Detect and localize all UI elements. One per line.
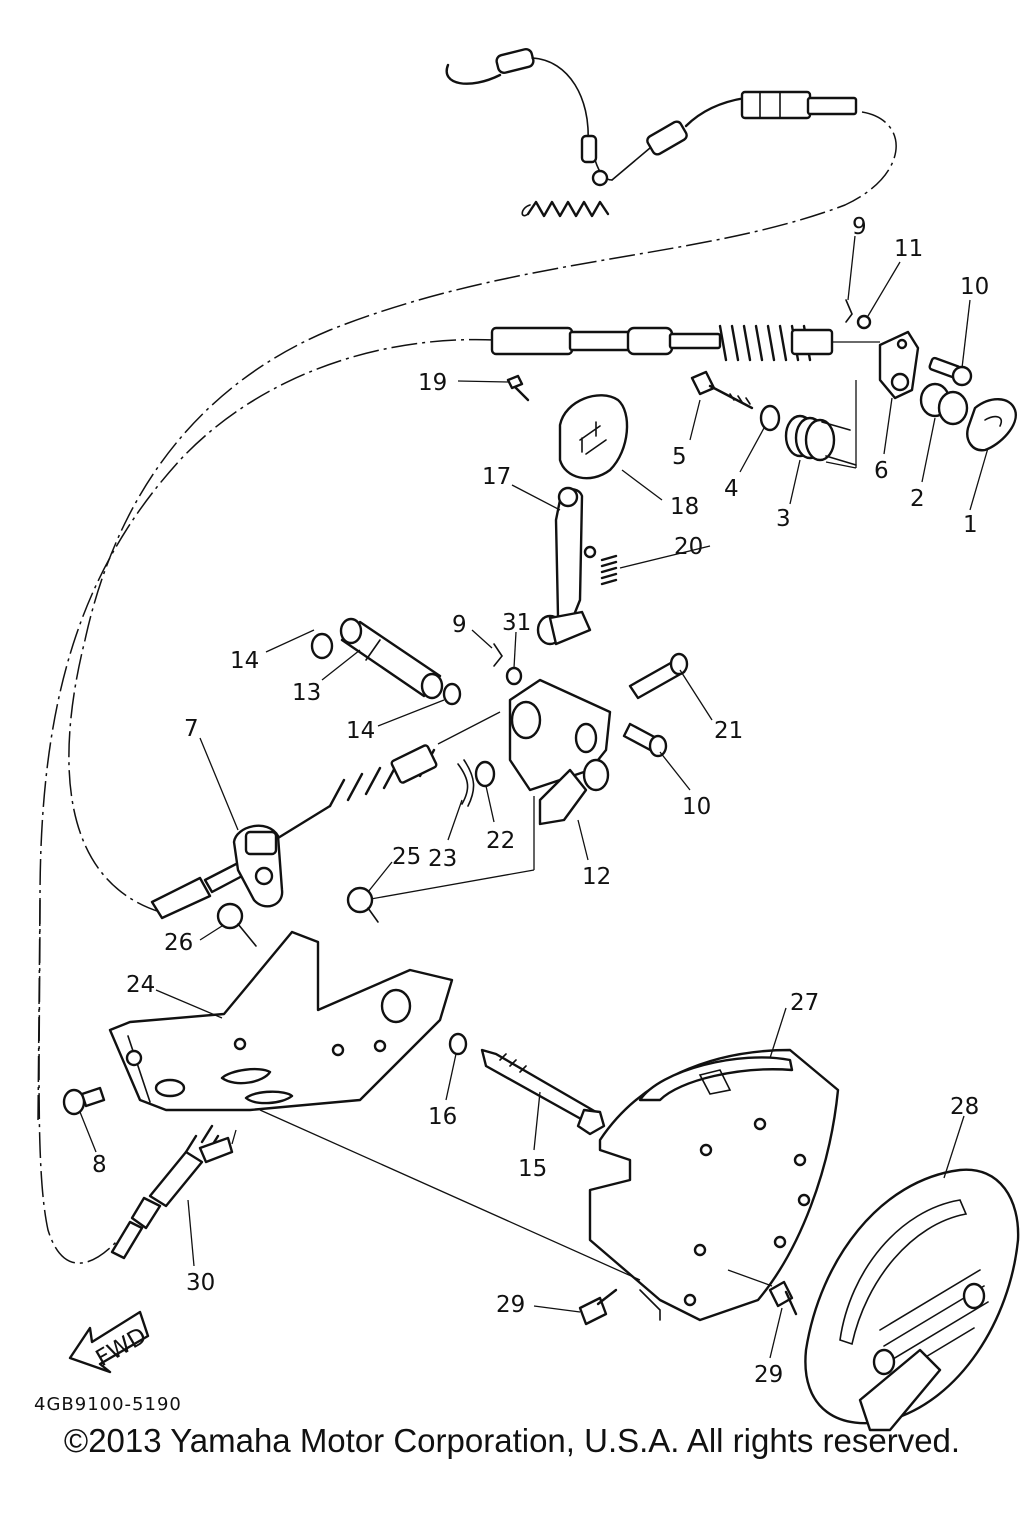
callout-21: 21: [714, 718, 743, 744]
callout-17: 17: [482, 464, 511, 490]
callout-10b: 10: [682, 794, 711, 820]
callout-23: 23: [428, 846, 457, 872]
leader-lines: [79, 235, 989, 1359]
cable-routing-path: [37, 111, 897, 1264]
callout-5: 5: [672, 444, 687, 470]
callout-2: 2: [910, 486, 925, 512]
callout-29a: 29: [496, 1292, 525, 1318]
callout-13: 13: [292, 680, 321, 706]
callout-22: 22: [486, 828, 515, 854]
mounting-bracket: [108, 930, 454, 1112]
bolts-29: [578, 1280, 798, 1326]
pipe-group: [310, 617, 462, 706]
callout-29b: 29: [754, 1362, 783, 1388]
callout-labels: 1 2 3 4 5 6 7 8 9 9 10 10 11 12 13 14 14…: [92, 214, 989, 1388]
callout-30: 30: [186, 1270, 215, 1296]
callout-7: 7: [184, 716, 199, 742]
outer-cover: [804, 1168, 1020, 1432]
left-control-cable: [150, 711, 501, 920]
callout-20: 20: [674, 534, 703, 560]
callout-18: 18: [670, 494, 699, 520]
fasteners: [62, 886, 606, 1136]
callout-31: 31: [502, 610, 531, 636]
main-control-cable: [490, 324, 880, 362]
callout-28: 28: [950, 1094, 979, 1120]
callout-16: 16: [428, 1104, 457, 1130]
callout-8: 8: [92, 1152, 107, 1178]
callout-3: 3: [776, 506, 791, 532]
callout-6: 6: [874, 458, 889, 484]
lever-bracket-group: [690, 299, 1017, 469]
fwd-arrow: FWD: [68, 1310, 151, 1374]
throttle-wire-assembly: [445, 47, 858, 218]
housing-cover: [259, 1048, 840, 1322]
copyright-notice: ©2013 Yamaha Motor Corporation, U.S.A. A…: [63, 1422, 961, 1459]
callout-10a: 10: [960, 274, 989, 300]
callout-19: 19: [418, 370, 447, 396]
callout-26: 26: [164, 930, 193, 956]
callout-14b: 14: [346, 718, 375, 744]
callout-15: 15: [518, 1156, 547, 1182]
callout-14a: 14: [230, 648, 259, 674]
callout-9b: 9: [452, 612, 467, 638]
lever-housing-group: [353, 643, 689, 903]
shift-lever-group: [506, 374, 629, 646]
cable-end-30: [110, 1124, 237, 1260]
drawing-code: 4GB9100-5190: [34, 1394, 182, 1415]
callout-27: 27: [790, 990, 819, 1016]
callout-12: 12: [582, 864, 611, 890]
callout-1: 1: [963, 512, 978, 538]
callout-25: 25: [392, 844, 421, 870]
callout-11: 11: [894, 236, 923, 262]
callout-24: 24: [126, 972, 155, 998]
callout-4: 4: [724, 476, 739, 502]
callout-9a: 9: [852, 214, 867, 240]
